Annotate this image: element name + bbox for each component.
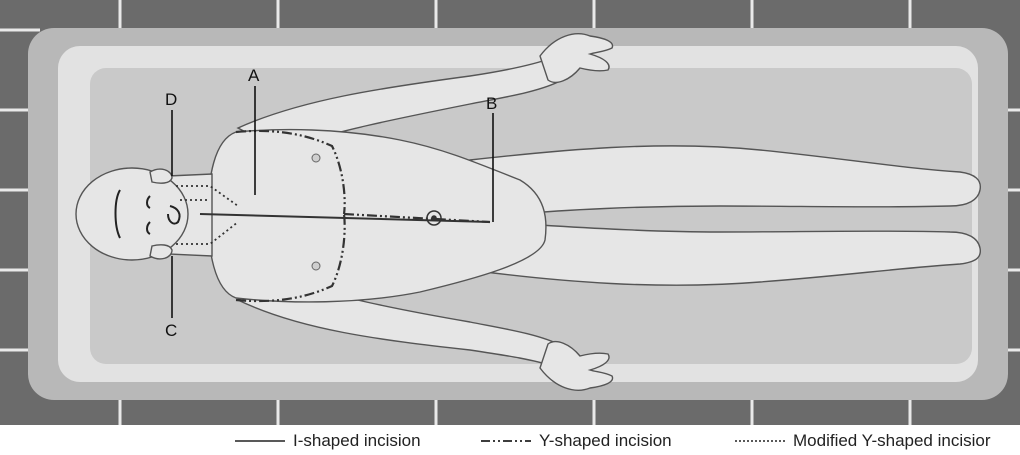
head [76,168,188,260]
legend-item-modified-y: Modified Y-shaped incisior [735,429,991,453]
dash-dot-line-swatch-icon [481,436,531,446]
dotted-line-swatch-icon [735,436,785,446]
legend-label-i-shaped: I-shaped incision [293,431,421,451]
callout-a-label: A [248,67,259,84]
legend-label-modified-y: Modified Y-shaped incisior [793,431,991,451]
legend-item-y-shaped: Y-shaped incision [481,429,672,453]
legend-label-y-shaped: Y-shaped incision [539,431,672,451]
callout-d-label: D [165,91,177,108]
nipple-upper [312,154,320,162]
legend-item-i-shaped: I-shaped incision [235,429,421,453]
legend: I-shaped incision Y-shaped incision Modi… [0,425,1020,455]
ear-upper [150,169,172,183]
solid-line-swatch-icon [235,436,285,446]
autopsy-incision-diagram: A B C D [0,0,1020,425]
callout-b-label: B [486,95,497,112]
nipple-lower [312,262,320,270]
ear-lower [150,245,172,259]
callout-c-label: C [165,322,177,339]
